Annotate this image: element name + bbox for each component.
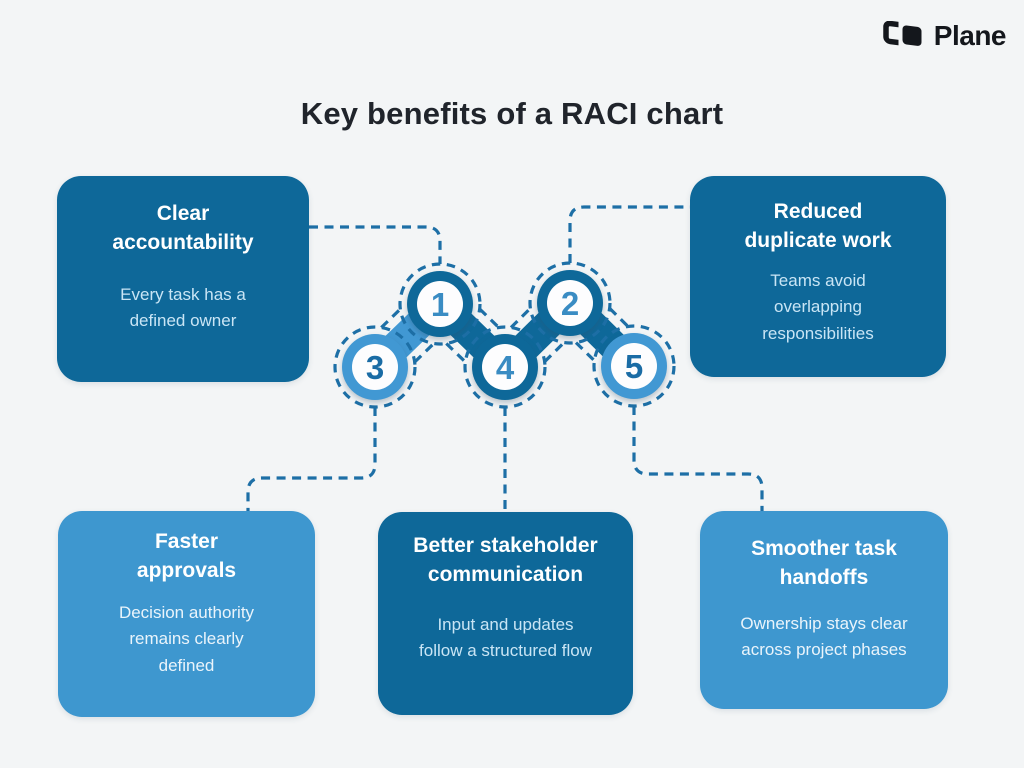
benefit-card-faster-approvals: Faster approvals Decision authority rema… — [58, 511, 315, 717]
benefit-card-smoother-task-handoffs: Smoother task handoffs Ownership stays c… — [700, 511, 948, 709]
bridge-edge-dash — [509, 308, 531, 329]
dashed-halo-5 — [592, 324, 676, 408]
dashed-halo-3 — [333, 325, 417, 409]
benefit-title: Reduced duplicate work — [744, 200, 892, 252]
benefit-card-better-stakeholder-communication: Better stakeholder communication Input a… — [378, 512, 633, 715]
bridge-edge-dash — [445, 342, 467, 363]
connector-benefit-3 — [246, 407, 377, 511]
benefit-description: Every task has a defined owner — [120, 284, 246, 331]
benefit-title: Clear accountability — [112, 202, 254, 254]
benefit-description: Teams avoid overlapping responsibilities — [762, 270, 874, 343]
bridge-edge-dash — [543, 342, 565, 363]
connector-benefit-1 — [309, 225, 442, 264]
dashed-halo-2 — [528, 261, 612, 345]
step-number-2: 2 — [561, 285, 579, 322]
benefit-card-clear-accountability: Clear accountability Every task has a de… — [57, 176, 309, 382]
benefit-description: Ownership stays clear across project pha… — [740, 613, 908, 660]
step-number-1: 1 — [431, 286, 449, 323]
bridge-edge-dash — [574, 341, 596, 362]
bridge-edge-dash — [478, 307, 500, 329]
step-node-2: 2 — [537, 270, 603, 336]
bridge-edge-dash — [380, 308, 402, 329]
connector-benefit-5 — [632, 406, 764, 511]
bridge-edge-dash — [608, 307, 630, 328]
connector-benefit-2 — [568, 205, 690, 263]
step-node-3: 3 — [342, 334, 408, 400]
step-number-4: 4 — [496, 349, 515, 386]
plane-logo: Plane — [883, 20, 1007, 52]
benefit-card-reduced-duplicate-work: Reduced duplicate work Teams avoid overl… — [690, 176, 946, 377]
step-number-3: 3 — [366, 349, 384, 386]
benefit-title: Better stakeholder communication — [413, 534, 598, 586]
step-node-4: 4 — [472, 334, 538, 400]
page-title: Key benefits of a RACI chart — [300, 96, 724, 131]
step-number-5: 5 — [625, 348, 643, 385]
plane-logo-text: Plane — [933, 20, 1007, 51]
bridge-edge-dash — [413, 342, 435, 364]
benefit-title: Faster approvals — [136, 530, 237, 582]
dashed-halo-1 — [398, 262, 482, 346]
step-node-1: 1 — [407, 271, 473, 337]
step-node-5: 5 — [601, 333, 667, 399]
dashed-halo-4 — [463, 325, 547, 409]
plane-logo-icon — [883, 20, 922, 50]
benefit-description: Decision authority remains clearly defin… — [118, 602, 255, 675]
benefit-description: Input and updates follow a structured fl… — [419, 614, 592, 661]
benefit-title: Smoother task handoffs — [751, 537, 897, 589]
